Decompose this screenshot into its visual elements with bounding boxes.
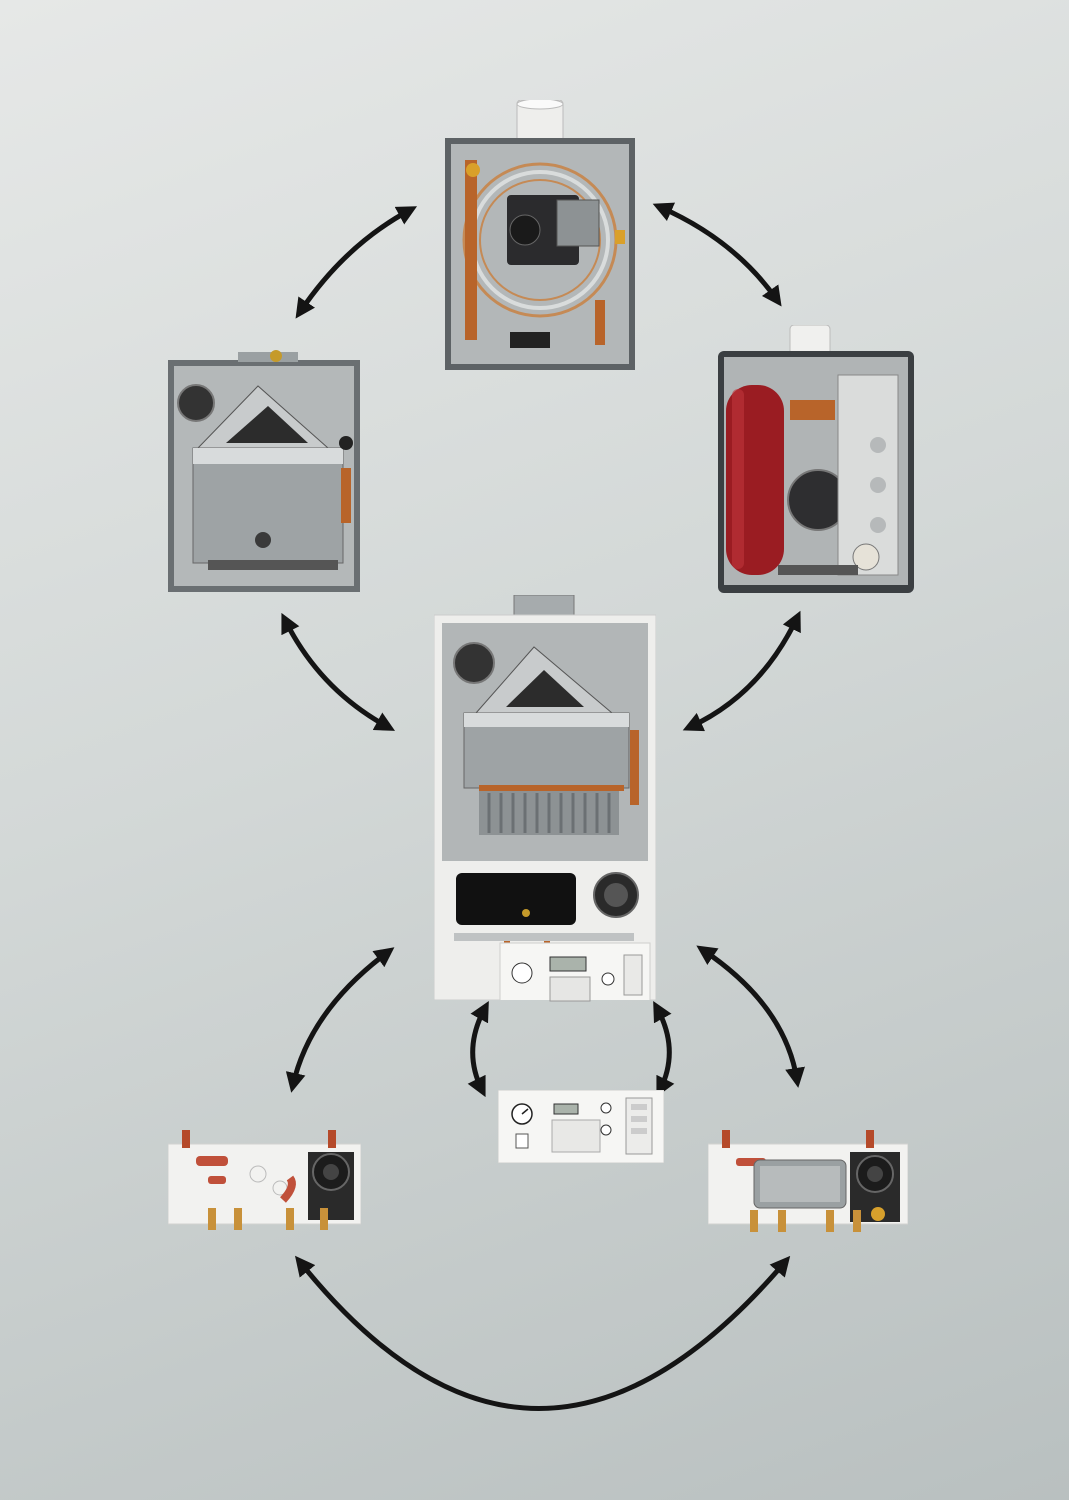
control-panel-mini-photo <box>511 954 643 1002</box>
pump-manifold-photo <box>168 1130 361 1230</box>
double-arrow-icon <box>295 206 418 319</box>
double-arrow-icon <box>653 1000 675 1098</box>
burner-unit-photo <box>168 350 360 592</box>
gas-valve-module <box>445 100 635 370</box>
expansion-fan-module <box>718 325 914 597</box>
double-arrow-icon <box>696 945 805 1088</box>
hydraulic-block-left <box>168 1128 361 1238</box>
complete-boiler <box>434 595 656 1002</box>
control-panel-photo <box>498 1090 664 1163</box>
gas-valve-unit-photo <box>445 100 635 370</box>
double-arrow-icon <box>281 612 396 731</box>
double-arrow-icon <box>285 947 395 1093</box>
double-arrow-icon <box>467 1000 489 1098</box>
control-panel <box>498 1090 664 1163</box>
burner-module <box>168 348 360 598</box>
double-arrow-icon <box>682 610 801 732</box>
hydraulic-block-right <box>708 1128 908 1240</box>
assembled-boiler-photo <box>434 595 656 1000</box>
pump-heat-exchanger-photo <box>708 1130 908 1232</box>
double-arrow-icon <box>652 202 782 307</box>
double-arrow-icon <box>294 1255 791 1411</box>
fan-expansion-vessel-photo <box>718 325 914 593</box>
